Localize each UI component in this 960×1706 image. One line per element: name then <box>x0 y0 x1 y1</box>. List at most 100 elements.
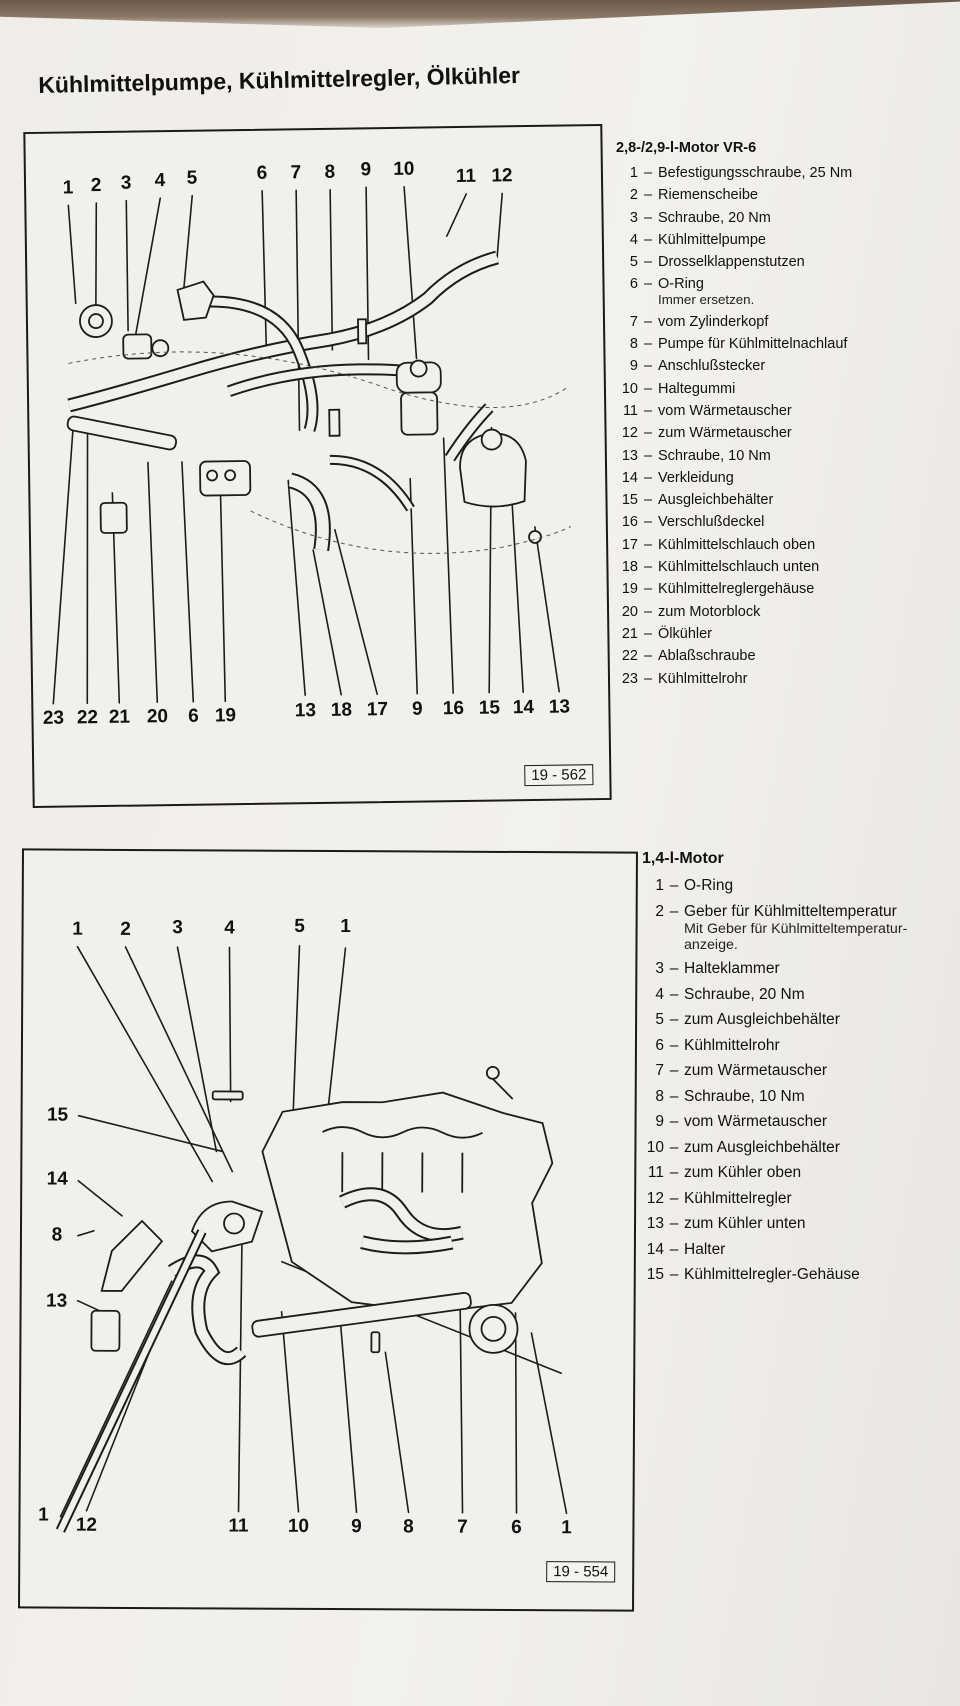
legend-item-label: zum Ausgleichbehälter <box>684 1011 840 1028</box>
legend-item-label: Haltegummi <box>658 380 736 397</box>
legend-item-number: 3 <box>629 209 638 226</box>
callout: 6 <box>511 1516 522 1539</box>
legend-dash: – <box>669 1266 679 1283</box>
legend-dash: – <box>643 559 653 576</box>
legend-item-number: 5 <box>629 254 638 271</box>
legend-dash: – <box>643 581 653 598</box>
legend-item-label: Kühlmittelregler <box>684 1189 792 1207</box>
legend-item: 12–zum Wärmetauscher <box>616 425 946 441</box>
callout: 20 <box>146 706 169 728</box>
legend-item-note: Mit Geber für Kühlmitteltemperatur-anzei… <box>684 920 908 953</box>
legend-item: 10–Haltegummi <box>616 381 946 397</box>
callout: 14 <box>46 1168 68 1190</box>
legend-item-number: 9 <box>655 1113 664 1130</box>
legend-dash: – <box>643 447 653 464</box>
legend-item: 3–Halteklammer <box>642 960 952 978</box>
legend-item-label: Kühlmittelschlauch unten <box>658 559 820 576</box>
legend-item-text: Kühlmittelregler-Gehäuse <box>684 1266 952 1284</box>
legend-item-text: zum Wärmetauscher <box>658 425 946 441</box>
legend-item-label: Verschlußdeckel <box>658 514 765 531</box>
legend-item-number: 8 <box>655 1087 664 1105</box>
callout: 13 <box>548 696 571 718</box>
legend-item-number: 11 <box>622 402 638 419</box>
legend-item-number: 10 <box>621 380 638 397</box>
legend-item-number: 22 <box>621 648 638 665</box>
callout: 9 <box>411 698 423 720</box>
legend-item-text: Befestigungsschraube, 25 Nm <box>658 165 946 181</box>
legend-item: 2–Riemenscheibe <box>616 187 946 203</box>
callout: 4 <box>154 170 166 192</box>
legend-item-label: Riemenscheibe <box>658 187 758 204</box>
legend-dash: – <box>669 1138 679 1156</box>
callout: 10 <box>393 158 415 180</box>
legend-item-text: zum Kühler unten <box>684 1215 952 1233</box>
legend-dash: – <box>669 960 679 977</box>
legend-item-label: Halter <box>684 1240 726 1258</box>
legend-dash: – <box>669 1011 679 1028</box>
legend-item-number: 14 <box>621 469 638 486</box>
legend-item-text: Kühlmittelrohr <box>658 671 946 687</box>
legend-dash: – <box>669 1164 679 1181</box>
legend-item-text: Drosselklappenstutzen <box>658 254 946 270</box>
legend-dash: – <box>643 336 653 353</box>
legend-item-number: 4 <box>629 231 638 248</box>
legend-dash: – <box>669 902 679 920</box>
legend-dash: – <box>643 536 653 553</box>
figure-number: 19 - 554 <box>546 1561 616 1583</box>
legend-item: 16–Verschlußdeckel <box>616 514 946 530</box>
figure-1-4-diagram: 1 2 3 4 5 1 15 14 8 13 1 12 11 10 9 8 7 … <box>18 848 638 1612</box>
legend-item-number: 7 <box>629 313 638 330</box>
legend-item: 18–Kühlmittelschlauch unten <box>616 559 946 575</box>
legend-item: 23–Kühlmittelrohr <box>616 671 946 687</box>
legend-item-label: O-Ring <box>684 877 734 894</box>
legend-dash: – <box>643 313 653 330</box>
callout: 1 <box>62 177 74 199</box>
legend-dash: – <box>643 514 653 531</box>
legend-item-number: 11 <box>647 1164 664 1181</box>
legend-item-label: Anschlußstecker <box>658 358 766 375</box>
legend-item: 11–vom Wärmetauscher <box>616 403 946 419</box>
legend-item-label: Schraube, 20 Nm <box>658 209 771 226</box>
legend-dash: – <box>669 1036 679 1054</box>
legend-item: 1–O-Ring <box>642 877 952 895</box>
figure-number: 19 - 562 <box>524 764 594 787</box>
legend-item: 15–Ausgleichbehälter <box>616 492 946 508</box>
legend-item-number: 23 <box>621 670 638 687</box>
legend-item: 20–zum Motorblock <box>616 604 946 620</box>
legend-item-label: Halteklammer <box>684 960 780 977</box>
legend-item-text: Ölkühler <box>658 626 946 642</box>
legend-item-label: zum Wärmetauscher <box>658 425 792 442</box>
legend-item: 5–zum Ausgleichbehälter <box>642 1011 952 1029</box>
legend-item: 7–vom Zylinderkopf <box>616 314 946 330</box>
legend-item-text: Ablaßschraube <box>658 648 946 664</box>
legend-item-number: 3 <box>655 960 664 977</box>
legend-item-label: vom Wärmetauscher <box>658 402 792 419</box>
legend-item: 12–Kühlmittelregler <box>642 1190 952 1208</box>
legend-dash: – <box>643 648 653 665</box>
callout: 22 <box>76 707 99 729</box>
callout: 10 <box>287 1515 310 1537</box>
callout: 1 <box>72 918 83 940</box>
legend-item: 17–Kühlmittelschlauch oben <box>616 537 946 553</box>
callout: 12 <box>491 165 513 187</box>
legend-item-text: zum Motorblock <box>658 604 946 620</box>
legend-item-text: zum Wärmetauscher <box>684 1062 952 1080</box>
callout: 21 <box>108 706 131 728</box>
legend-item-label: zum Motorblock <box>658 603 761 620</box>
callout: 6 <box>256 162 268 184</box>
legend-item-text: vom Wärmetauscher <box>684 1113 952 1131</box>
legend-item: 5–Drosselklappenstutzen <box>616 254 946 270</box>
callout: 19 <box>214 705 237 727</box>
legend-item-label: Kühlmittelrohr <box>658 670 748 687</box>
legend-item-text: Schraube, 10 Nm <box>684 1088 952 1106</box>
legend-dash: – <box>669 1113 679 1130</box>
legend-item-number: 10 <box>646 1138 664 1156</box>
legend-item-number: 16 <box>621 514 638 531</box>
legend-item-label: Ausgleichbehälter <box>658 492 774 509</box>
legend-dash: – <box>643 254 653 271</box>
callout: 9 <box>360 159 372 181</box>
legend-dash: – <box>643 276 653 293</box>
legend-item: 9–Anschlußstecker <box>616 358 946 374</box>
